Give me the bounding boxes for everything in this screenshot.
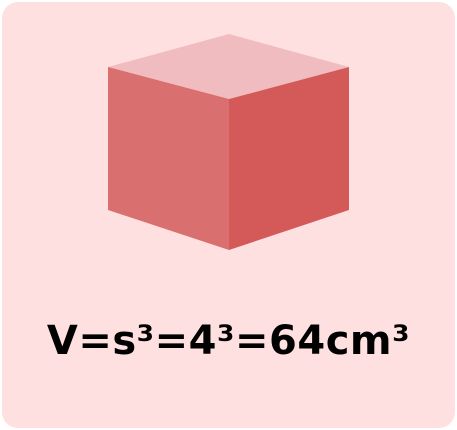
volume-formula: V=s³=4³=64cm³: [46, 318, 411, 364]
cube-right-face: [229, 67, 349, 250]
cube-left-face: [108, 67, 229, 250]
cube-top-face: [108, 34, 349, 99]
